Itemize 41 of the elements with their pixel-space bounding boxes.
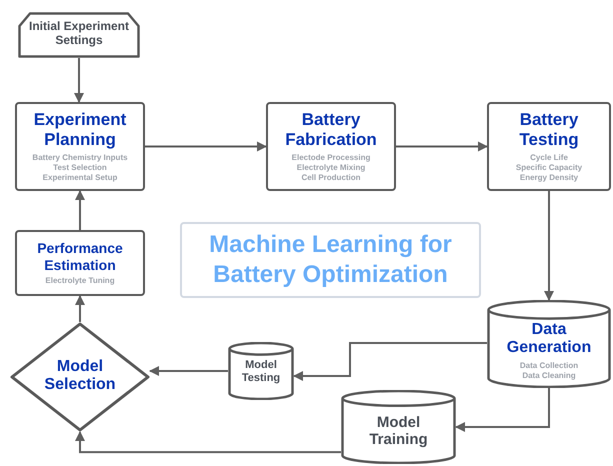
node-detail: Data Collection	[520, 360, 578, 371]
arrow	[293, 342, 487, 381]
node-detail: Cell Production	[301, 172, 361, 183]
node-title: Initial Experiment Settings	[28, 20, 130, 48]
node-title: Battery Fabrication	[284, 110, 378, 150]
data-cylinder	[487, 300, 611, 388]
node-detail: Specific Capacity	[516, 162, 582, 173]
node-detail: Electode Processing	[292, 152, 370, 163]
node-detail: Electrolyte Mixing	[296, 162, 366, 173]
node-title: Performance Estimation	[36, 240, 124, 273]
arrow	[74, 58, 84, 103]
node-title: Model Training	[368, 414, 429, 448]
node-detail: Electrolyte Tuning	[45, 276, 115, 286]
process-box	[15, 230, 145, 296]
node-title: Model Selection	[43, 358, 117, 395]
node-detail: Test Selection	[53, 162, 107, 173]
arrow	[75, 295, 85, 322]
node-detail: Experimental Setup	[42, 172, 118, 183]
title: Machine Learning for Battery Optimization	[208, 230, 453, 290]
arrow	[149, 366, 228, 376]
data-cylinder	[228, 342, 294, 400]
data-cylinder	[341, 390, 456, 464]
node-title: Experiment Planning	[32, 110, 128, 150]
arrow	[75, 431, 341, 454]
arrow	[396, 142, 488, 152]
node-detail: Battery Chemistry Inputs	[32, 152, 128, 163]
decision-diamond	[10, 322, 150, 432]
process-box	[15, 102, 145, 191]
start-shape	[18, 12, 140, 58]
node-title: Model Testing	[240, 359, 282, 384]
node-detail: Data Cleaning	[522, 370, 576, 381]
node-title: Data Generation	[506, 321, 592, 358]
arrow	[75, 190, 85, 230]
node-title: Battery Testing	[518, 110, 580, 150]
node-detail: Energy Density	[520, 172, 578, 183]
arrow	[145, 142, 267, 152]
process-box	[487, 102, 611, 191]
node-detail: Cycle Life	[530, 152, 568, 163]
arrow	[544, 191, 554, 301]
arrow	[455, 388, 550, 432]
process-box	[266, 102, 396, 191]
